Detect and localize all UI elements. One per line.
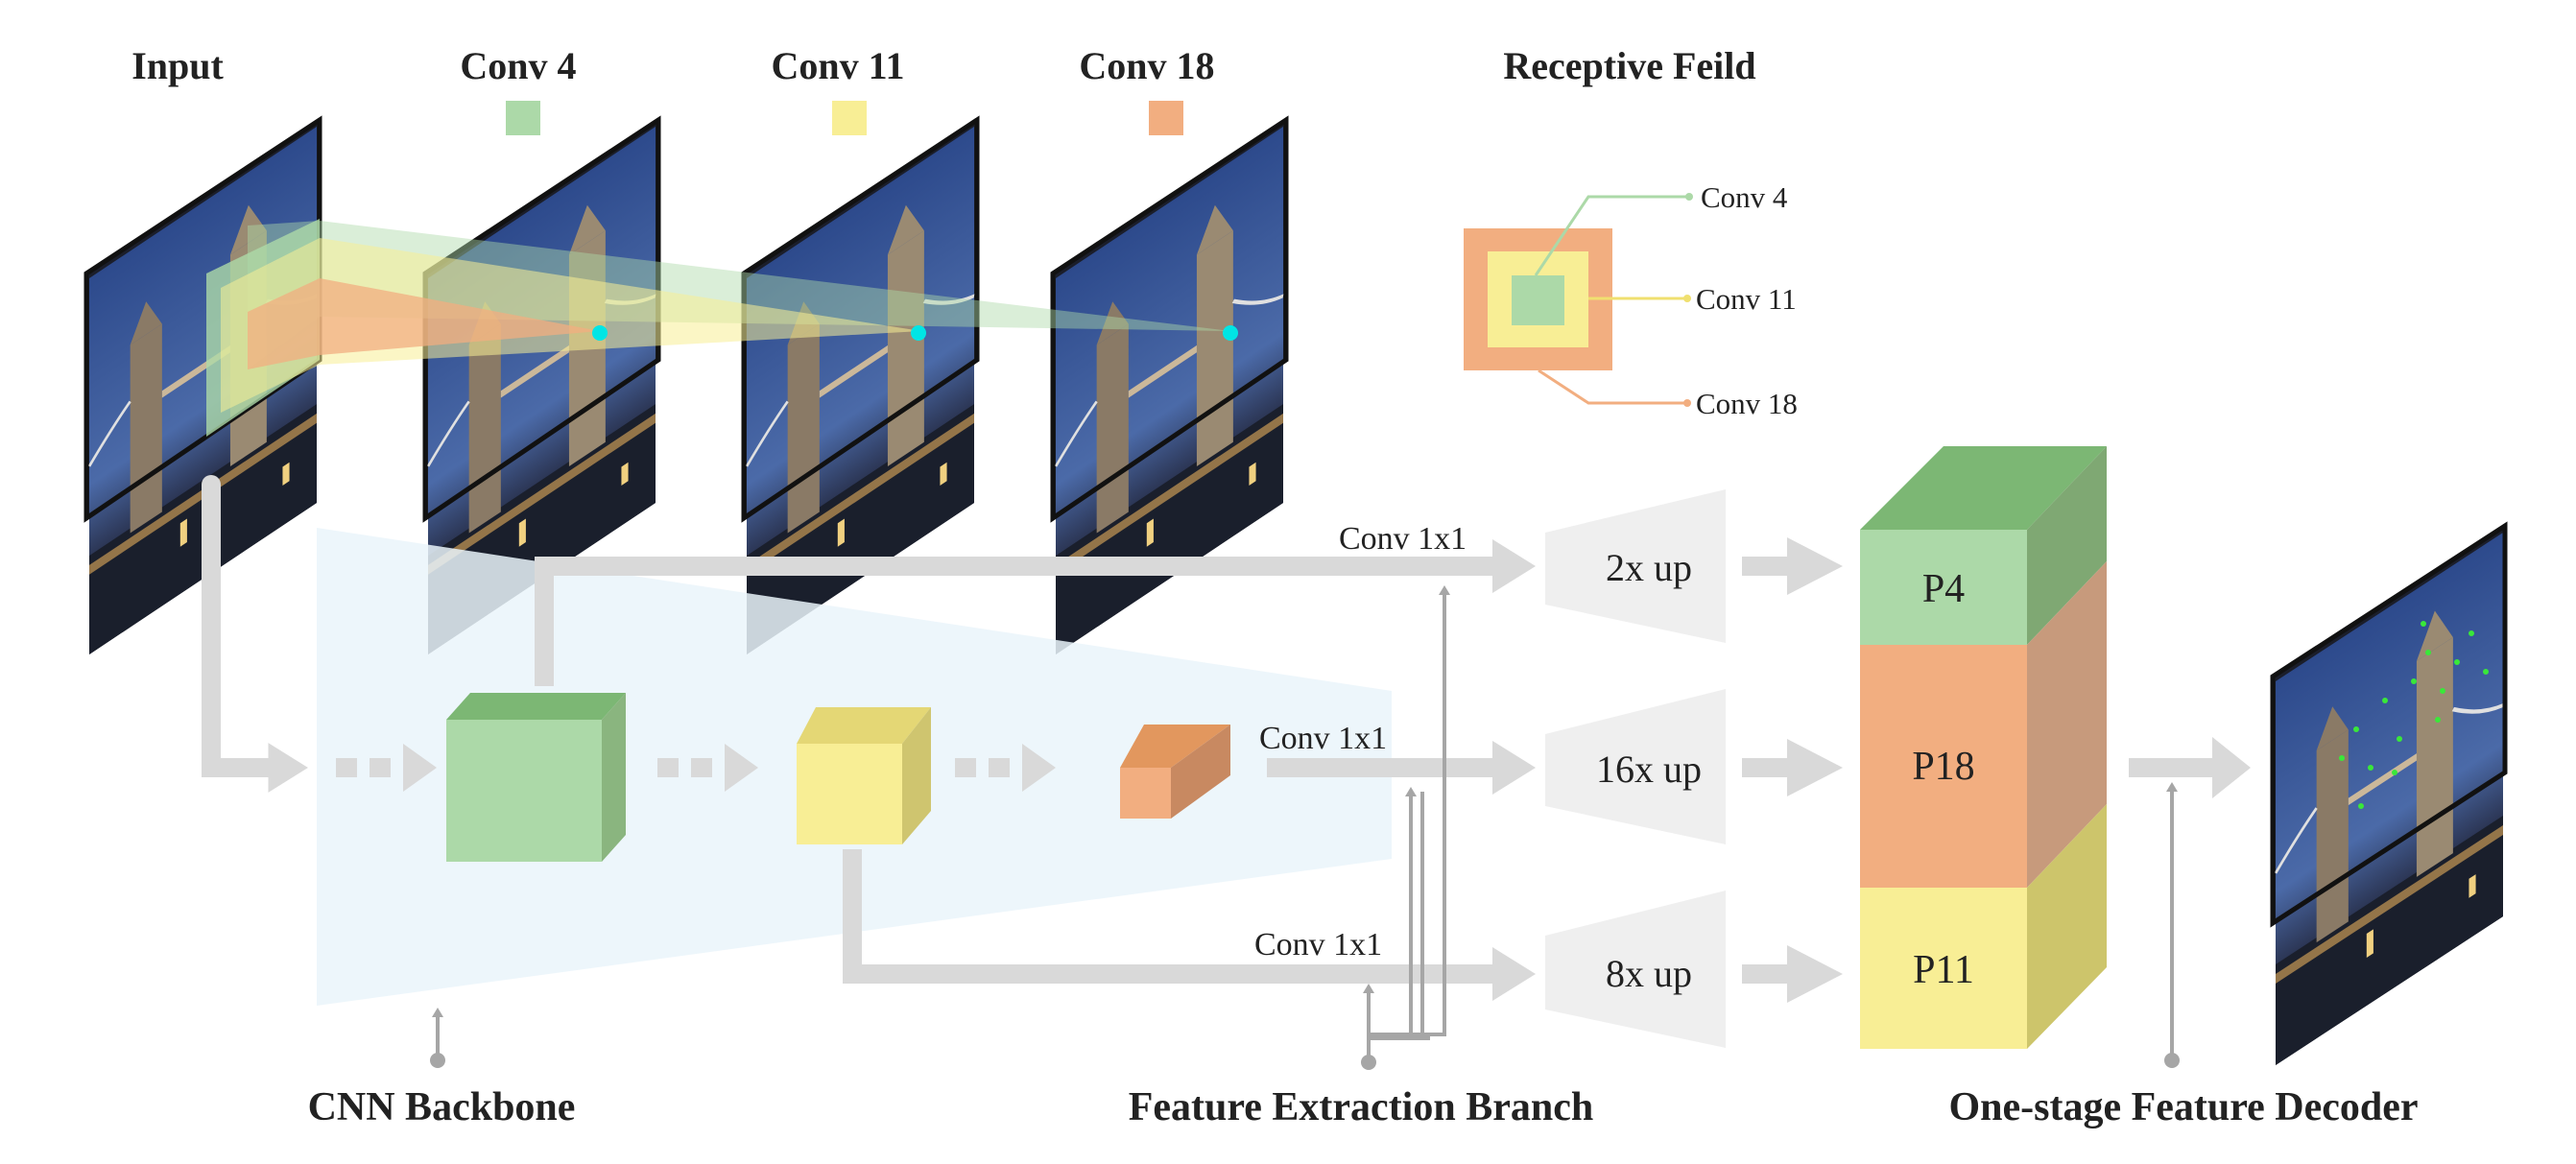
p18-label: P18 <box>1912 745 1974 789</box>
receptive-field-projections <box>206 219 1230 437</box>
conv18-feature-map <box>1050 115 1289 654</box>
p4-label: P4 <box>1922 567 1965 611</box>
feature-extraction-label: Feature Extraction Branch <box>1129 1085 1593 1129</box>
conv18-receptive-point <box>1223 325 1238 341</box>
input-label: Input <box>131 44 224 87</box>
upsample-2x-block <box>1545 489 1726 643</box>
p11-label: P11 <box>1913 948 1974 992</box>
backbone-dashed-arrows <box>336 744 1056 792</box>
bottom-pointers <box>436 595 2174 1062</box>
conv1x1-top-label: Conv 1x1 <box>1339 521 1467 557</box>
input-flow-arrow <box>202 475 308 793</box>
cnn-backbone-label: CNN Backbone <box>308 1085 576 1129</box>
branch-routes <box>535 557 1497 984</box>
feature-pyramid-stack <box>1860 446 2107 1049</box>
conv1x1-mid-label: Conv 1x1 <box>1259 721 1387 756</box>
receptive-field-label: Receptive Feild <box>1503 44 1755 87</box>
receptive-field-legend <box>1464 193 1693 407</box>
conv18-label: Conv 18 <box>1079 44 1214 87</box>
conv4-swatch <box>506 101 540 135</box>
legend-conv11-label: Conv 11 <box>1696 282 1797 316</box>
conv18-swatch <box>1149 101 1183 135</box>
pointer-dots <box>430 585 2180 1070</box>
conv11-label: Conv 11 <box>772 44 905 87</box>
p11-block <box>1860 888 2027 1049</box>
conv4-label: Conv 4 <box>460 44 576 87</box>
upsample-16x-label: 16x up <box>1596 748 1702 791</box>
conv4-receptive-point <box>592 325 608 341</box>
conv11-swatch <box>832 101 867 135</box>
p18-block <box>1860 645 2027 888</box>
upsample-16x-block <box>1545 689 1726 844</box>
output-arrow <box>2129 737 2251 798</box>
upsample-8x-label: 8x up <box>1606 952 1692 995</box>
pyramid-input-arrows <box>1742 537 1843 1003</box>
legend-conv18-label: Conv 18 <box>1696 387 1798 420</box>
conv11-feature-map <box>741 115 980 654</box>
conv4-cube <box>446 693 626 862</box>
p4-block <box>1860 530 2027 645</box>
upsample-2x-label: 2x up <box>1606 546 1692 589</box>
upsample-8x-block <box>1545 891 1726 1048</box>
branch-arrowheads <box>1492 539 1536 1001</box>
conv11-cube <box>797 707 931 844</box>
decoder-label: One-stage Feature Decoder <box>1948 1085 2418 1129</box>
conv1x1-bot-label: Conv 1x1 <box>1254 927 1382 962</box>
conv18-cube <box>1120 725 1230 819</box>
conv11-receptive-point <box>911 325 926 341</box>
legend-conv4-label: Conv 4 <box>1701 180 1788 214</box>
output-image <box>2270 521 2508 1065</box>
